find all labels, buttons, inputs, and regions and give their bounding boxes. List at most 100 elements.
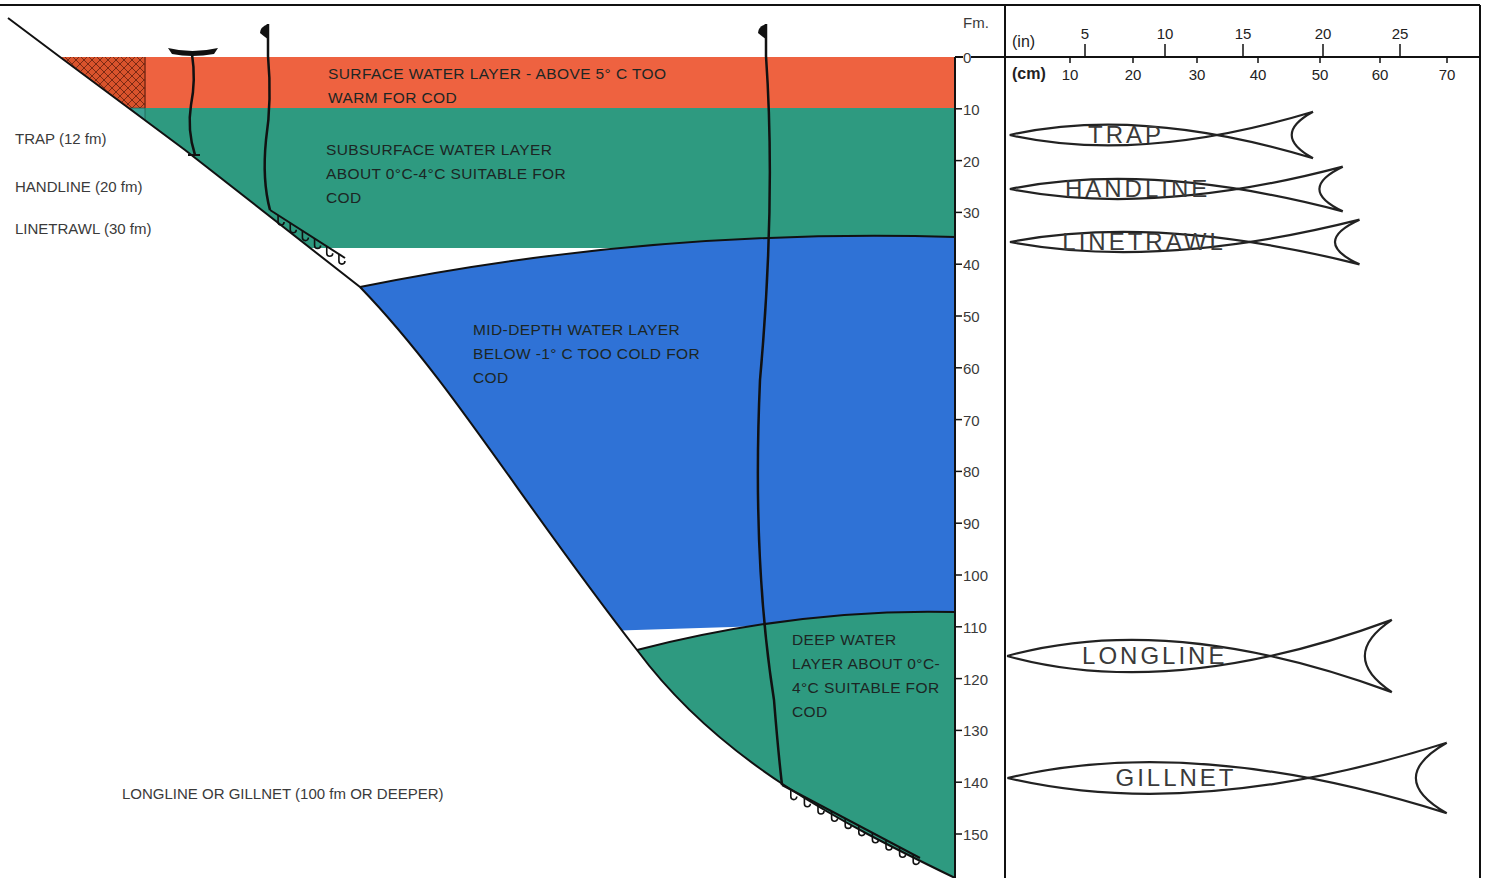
- gear-depth-label: HANDLINE (20 fm): [15, 178, 143, 195]
- water-layer-label: SUBSURFACE WATER LAYER ABOUT 0°C-4°C SUI…: [326, 138, 606, 210]
- depth-scale-label: 70: [963, 411, 980, 428]
- depth-axis: [954, 57, 956, 878]
- cm-tick: [1196, 57, 1198, 63]
- trap-line: [190, 54, 195, 155]
- hook: [302, 231, 308, 241]
- hook: [900, 847, 906, 857]
- gear-depth-label: LONGLINE OR GILLNET (100 fm OR DEEPER): [122, 785, 443, 802]
- length-scale-label: 5: [1081, 25, 1089, 42]
- hook: [859, 826, 865, 836]
- layer-boundary: [360, 236, 955, 287]
- handline-line: [265, 24, 270, 210]
- cm-tick: [1257, 57, 1259, 63]
- inch-tick: [1242, 44, 1244, 57]
- depth-scale-label: 20: [963, 152, 980, 169]
- depth-scale-label: 90: [963, 515, 980, 532]
- linetrawl-groundline: [270, 210, 345, 258]
- longline-line: [758, 24, 782, 785]
- cm-tick: [1319, 57, 1321, 63]
- gear-depth-label: LINETRAWL (30 fm): [15, 220, 151, 237]
- frame: [0, 4, 1480, 6]
- gear-name: LONGLINE: [1005, 614, 1305, 698]
- depth-scale-label: 110: [963, 618, 987, 635]
- gear-name: LINETRAWL: [1008, 216, 1280, 268]
- layer-text: SURFACE WATER LAYER - ABOVE 5° C TOO WAR…: [328, 62, 713, 110]
- length-scale-label: 70: [1439, 66, 1456, 83]
- hook: [832, 811, 838, 821]
- fish-size-outline: TRAP: [1008, 108, 1336, 162]
- water-layer-label: MID-DEPTH WATER LAYER BELOW -1° C TOO CO…: [473, 318, 728, 390]
- hooks: [278, 215, 919, 864]
- depth-scale-label: 0: [963, 49, 971, 66]
- depth-scale-label: 80: [963, 463, 980, 480]
- depth-tick: [955, 522, 962, 524]
- inch-tick: [1084, 44, 1086, 57]
- gear-name: TRAP: [1008, 108, 1244, 162]
- seabed: [0, 0, 955, 878]
- hook: [804, 797, 810, 807]
- length-scale-label: 20: [1315, 25, 1332, 42]
- gear-name: HANDLINE: [1008, 163, 1267, 215]
- depth-scale-label: 10: [963, 100, 980, 117]
- fish-size-outline: LONGLINE: [1005, 614, 1421, 698]
- hook: [278, 215, 284, 225]
- depth-scale-label: 130: [963, 722, 988, 739]
- seabed-line: [8, 18, 955, 878]
- layer-text: MID-DEPTH WATER LAYER BELOW -1° C TOO CO…: [473, 318, 728, 390]
- length-scale-label: 25: [1392, 25, 1409, 42]
- hook: [845, 818, 851, 828]
- fish-outline: [1008, 108, 1336, 162]
- length-scale-label: 60: [1372, 66, 1389, 83]
- cm-tick: [1069, 57, 1071, 63]
- length-scale-label: 50: [1312, 66, 1329, 83]
- depth-tick: [955, 574, 962, 576]
- layer-text: SUBSURFACE WATER LAYER ABOUT 0°C-4°C SUI…: [326, 138, 606, 210]
- hook: [818, 804, 824, 814]
- longline-groundline: [782, 785, 920, 858]
- depth-tick: [955, 212, 962, 214]
- length-scale-label: 15: [1235, 25, 1252, 42]
- frame: [1004, 5, 1006, 878]
- fish-size-outline: GILLNET: [1005, 737, 1480, 819]
- anchor: [188, 154, 200, 156]
- trap-net: [62, 57, 145, 108]
- trap-net-edge: [144, 57, 146, 108]
- depth-tick: [955, 315, 962, 317]
- hook: [339, 254, 345, 264]
- length-scale-label: (cm): [1012, 65, 1046, 83]
- depth-tick: [955, 108, 962, 110]
- depth-tick: [955, 626, 962, 628]
- hook: [315, 238, 321, 248]
- hook: [886, 840, 892, 850]
- length-scale-label: 40: [1250, 66, 1267, 83]
- depth-tick: [955, 471, 962, 473]
- depth-tick: [955, 781, 962, 783]
- hook: [913, 854, 919, 864]
- cm-tick: [1132, 57, 1134, 63]
- scale-line: [955, 56, 1480, 58]
- inch-tick: [1164, 44, 1166, 57]
- length-scale-label: 30: [1189, 66, 1206, 83]
- depth-tick: [955, 419, 962, 421]
- cm-tick: [1446, 57, 1448, 63]
- depth-scale-label: 40: [963, 256, 980, 273]
- depth-tick: [955, 367, 962, 369]
- buoy-flag: [758, 24, 766, 39]
- shore: [0, 0, 60, 57]
- depth-scale-label: 50: [963, 308, 980, 325]
- gear-depth-label: TRAP (12 fm): [15, 130, 106, 147]
- inch-tick: [1322, 44, 1324, 57]
- depth-tick: [955, 678, 962, 680]
- length-scale-label: 10: [1062, 66, 1079, 83]
- water-layer-label: SURFACE WATER LAYER - ABOVE 5° C TOO WAR…: [328, 62, 713, 110]
- depth-tick: [955, 263, 962, 265]
- hook: [327, 246, 333, 256]
- depth-scale-label: Fm.: [963, 14, 989, 31]
- depth-scale-label: 60: [963, 359, 980, 376]
- buoy-flag: [260, 24, 268, 39]
- length-scale-label: 10: [1157, 25, 1174, 42]
- fish-outline: [1005, 737, 1480, 819]
- layer-text: DEEP WATER LAYER ABOUT 0°C-4°C SUITABLE …: [792, 628, 944, 724]
- fish-size-outline: LINETRAWL: [1008, 216, 1386, 268]
